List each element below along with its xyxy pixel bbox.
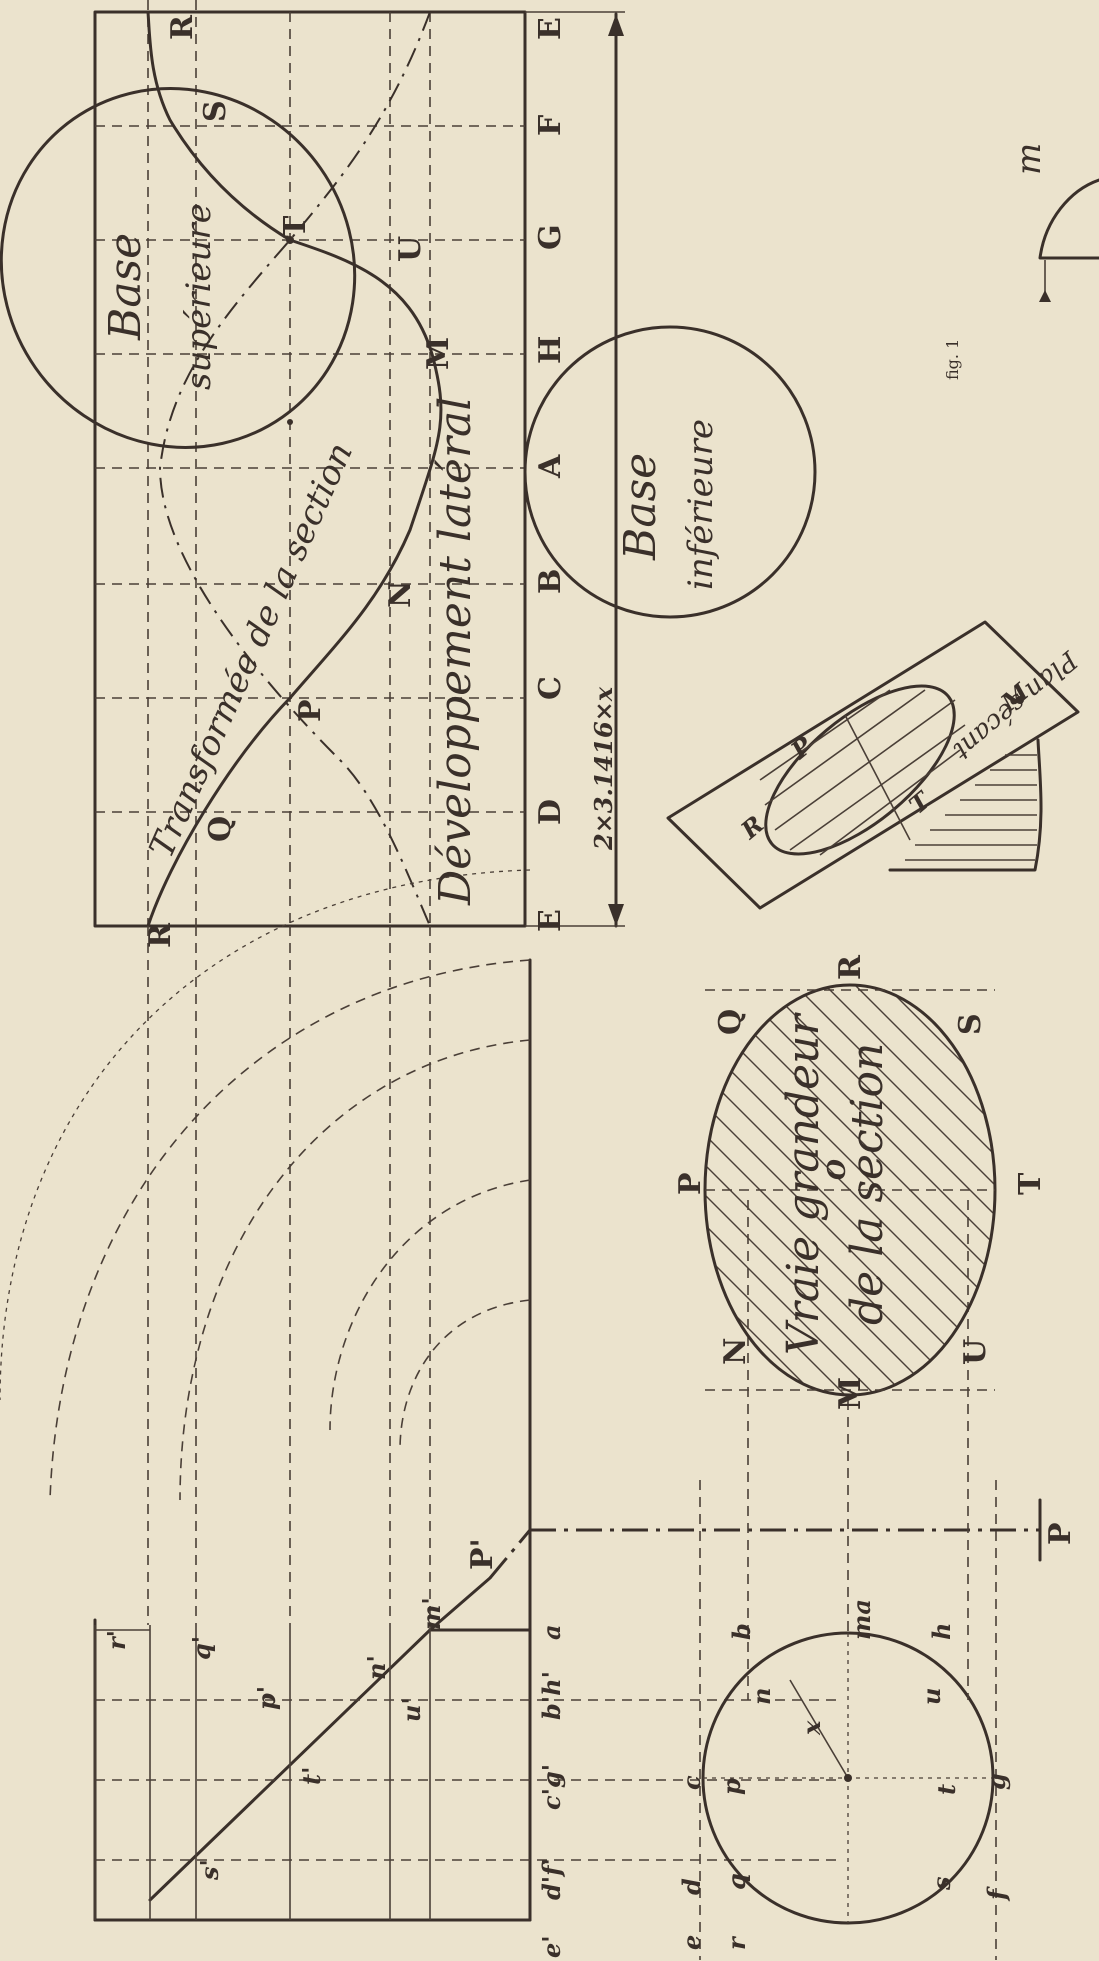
label-s-prime: s' [195, 1859, 224, 1881]
base-inferieure-title: Base [615, 453, 666, 561]
axis-D: D [533, 799, 568, 825]
label-n-prime: n' [362, 1655, 391, 1680]
curve-Q: Q [203, 816, 238, 842]
section-R: R [833, 954, 868, 980]
elevation-labels: r' q' s' t' p' n' u' m' P' a b'h' c'g' d… [102, 1522, 1078, 1958]
axis-E-bottom: E [533, 909, 568, 932]
plan-b: b [727, 1623, 756, 1640]
curve-U: U [393, 236, 428, 262]
plan-g: g [982, 1773, 1011, 1790]
development-curve-labels: R Q P N M U T S R [143, 14, 456, 948]
base-inferieure-sub: inférieure [681, 419, 721, 590]
label-e: e' [537, 1935, 566, 1958]
perspective-sketch [666, 178, 1099, 910]
curve-R-bottom: R [143, 922, 178, 948]
plan-f: f [982, 1886, 1011, 1902]
section-T: T [1013, 1172, 1048, 1195]
plan-q: q [722, 1873, 751, 1890]
label-r-prime: r' [102, 1630, 131, 1650]
plan-h: h [927, 1623, 956, 1640]
axis-G: G [533, 224, 568, 250]
label-d-f: d'f' [537, 1858, 566, 1900]
plan-n: n [747, 1688, 776, 1705]
vraie-grandeur-line1: Vraie grandeur [778, 1012, 829, 1355]
formula-2pix: 2×3.1416×x [589, 686, 618, 851]
label-P-prime: P' [465, 1538, 500, 1570]
plan-secant-label: Plan sécant [946, 644, 1083, 766]
label-m-prime: m' [417, 1597, 446, 1630]
section-S: S [953, 1013, 988, 1035]
curve-T: T [278, 215, 313, 238]
curve-M: M [421, 337, 456, 370]
curve-P: P [293, 699, 328, 722]
transformee-label: Transformée de la section [142, 437, 361, 864]
plan-t: t [932, 1784, 961, 1795]
curve-N: N [383, 581, 418, 608]
elevation-view [0, 869, 1042, 1922]
section-Q: Q [713, 1009, 748, 1035]
persp-R: R [734, 810, 769, 846]
plan-p: p [717, 1778, 746, 1795]
axis-A: A [533, 454, 568, 479]
plan-labels: ma x n b h u c p t g d q s f e r [677, 1599, 1011, 1950]
plan-r: r [722, 1935, 751, 1950]
fig-caption: fig. 1 [943, 339, 962, 380]
section-center-O: O [822, 1159, 851, 1180]
plan-d: d [677, 1878, 706, 1895]
development-texts: Base supérieure Transformée de la sectio… [100, 203, 962, 906]
label-p-prime: p' [252, 1686, 281, 1710]
lateral-development [0, 0, 817, 928]
curve-R-top: R [165, 14, 200, 40]
edge-m: m [1009, 143, 1049, 175]
plan-e: e [677, 1935, 706, 1950]
curve-S: S [198, 100, 233, 122]
section-labels: M N P Q R S T U Vraie grandeur de la sec… [673, 954, 1048, 1410]
section-M: M [833, 1377, 868, 1410]
label-b-h: b'h' [537, 1671, 566, 1720]
base-superieure-sub: supérieure [179, 203, 219, 390]
label-c-g: c'g' [537, 1764, 566, 1810]
section-U: U [958, 1339, 993, 1365]
axis-E-top: E [533, 17, 568, 40]
axis-C: C [533, 676, 568, 700]
axis-B: B [533, 569, 568, 594]
plan-ma: ma [847, 1599, 876, 1640]
label-a: a [537, 1624, 566, 1640]
plan-s: s [927, 1876, 956, 1891]
label-t-prime: t' [297, 1767, 326, 1785]
developpement-label: Développement latéral [430, 397, 481, 906]
development-axis-labels: E D C B A H G F E [533, 17, 568, 932]
axis-F: F [533, 115, 568, 136]
plan-c: c [677, 1775, 706, 1790]
base-superieure-title: Base [100, 233, 151, 341]
label-u-prime: u' [397, 1697, 426, 1722]
plan-view [699, 1200, 997, 1960]
plan-u: u [917, 1688, 946, 1705]
section-N: N [718, 1338, 753, 1365]
plan-x: x [797, 1720, 826, 1736]
trace-P: P [1043, 1522, 1078, 1545]
axis-H: H [533, 336, 568, 364]
section-P: P [673, 1172, 708, 1195]
label-q-prime: q' [187, 1636, 216, 1660]
vraie-grandeur-line2: de la section [842, 1043, 893, 1325]
